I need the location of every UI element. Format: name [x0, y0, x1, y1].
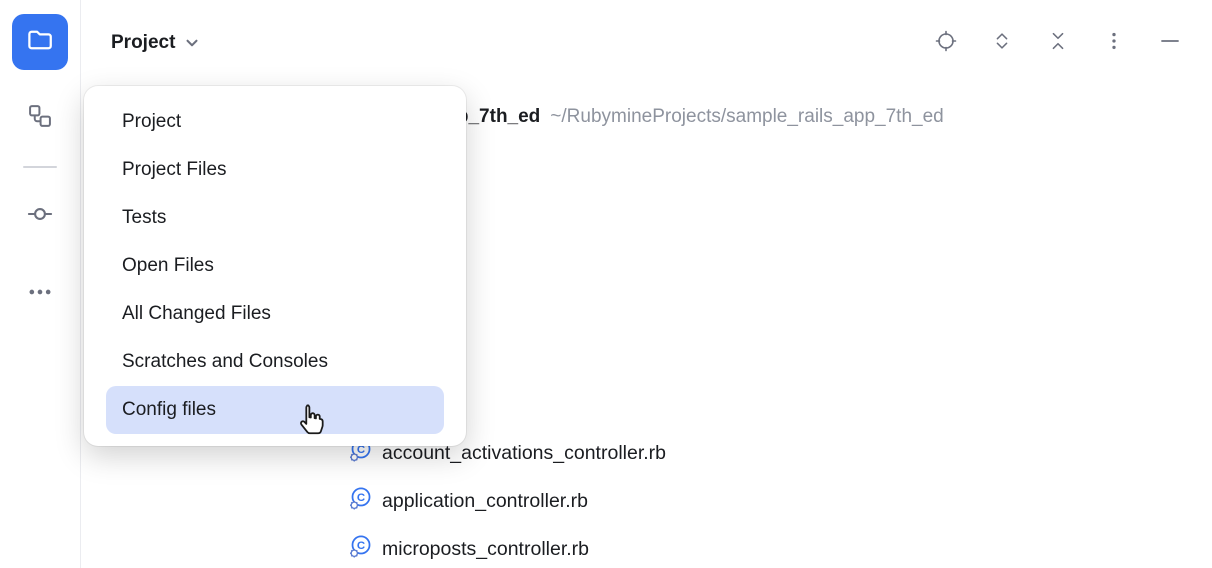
more-tool-windows-button[interactable]: [20, 272, 60, 312]
structure-tool-button[interactable]: [20, 96, 60, 136]
locate-icon: [934, 29, 958, 58]
project-panel-header: Project: [81, 0, 1212, 86]
tree-file-row[interactable]: C account_activations_controller.rb: [347, 429, 666, 477]
options-icon: [1103, 29, 1125, 58]
ruby-controller-icon: C: [347, 485, 374, 518]
menu-item-project[interactable]: Project: [122, 111, 182, 132]
menu-item-scratches-and-consoles[interactable]: Scratches and Consoles: [122, 351, 328, 372]
project-view-switcher[interactable]: Project: [111, 29, 201, 57]
header-actions: [934, 29, 1182, 58]
tool-window-stripe: [0, 0, 81, 568]
stripe-divider: [23, 166, 57, 168]
options-menu-button[interactable]: [1102, 31, 1126, 55]
hide-button[interactable]: [1158, 31, 1182, 55]
menu-item-all-changed-files[interactable]: All Changed Files: [122, 303, 271, 324]
more-tool-windows-icon: [26, 278, 54, 306]
menu-item-open-files[interactable]: Open Files: [122, 255, 214, 276]
commit-icon: [26, 200, 54, 228]
project-view-dropdown: Project Project Files Tests Open Files A…: [84, 86, 466, 446]
project-tool-button[interactable]: [12, 14, 68, 70]
project-folder-icon: [25, 25, 55, 60]
expand-all-icon: [991, 29, 1013, 58]
locate-button[interactable]: [934, 29, 958, 58]
chevron-down-icon: [183, 29, 201, 57]
svg-text:C: C: [357, 444, 365, 456]
svg-text:C: C: [357, 540, 365, 552]
collapse-all-button[interactable]: [1046, 31, 1070, 55]
menu-item-config-files[interactable]: Config files: [106, 386, 444, 434]
structure-icon: [26, 102, 54, 130]
project-root-path: ~/RubymineProjects/sample_rails_app_7th_…: [550, 106, 944, 127]
file-name: account_activations_controller.rb: [382, 441, 666, 464]
menu-item-tests[interactable]: Tests: [122, 207, 167, 228]
tree-file-row[interactable]: C application_controller.rb: [347, 477, 588, 525]
hide-icon: [1158, 29, 1182, 58]
tree-file-row[interactable]: C microposts_controller.rb: [347, 525, 589, 568]
ruby-controller-icon: C: [347, 533, 374, 566]
commit-tool-button[interactable]: [20, 194, 60, 234]
svg-text:C: C: [357, 492, 365, 504]
expand-all-button[interactable]: [990, 31, 1014, 55]
collapse-all-icon: [1047, 29, 1069, 58]
file-name: application_controller.rb: [382, 489, 588, 512]
panel-title: Project: [111, 32, 176, 53]
menu-item-project-files[interactable]: Project Files: [122, 159, 227, 180]
file-name: microposts_controller.rb: [382, 537, 589, 560]
